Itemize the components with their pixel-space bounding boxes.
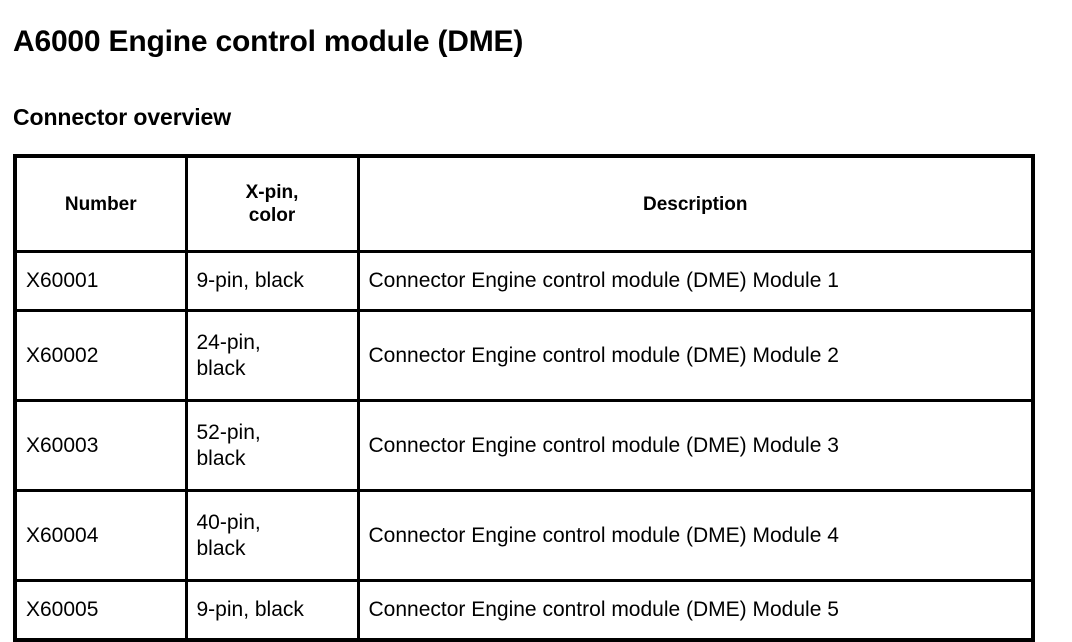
column-header-xpin-color: X-pin, color xyxy=(184,154,360,253)
cell-xpin-color: 40-pin,black xyxy=(184,489,360,582)
column-header-description-label: Description xyxy=(642,193,748,215)
column-header-xpin-line1: X-pin, xyxy=(245,182,299,203)
connector-description: Connector Engine control module (DME) Mo… xyxy=(368,343,839,367)
cell-number: X60001 xyxy=(13,250,188,312)
xpin-color-line1: 9-pin, black xyxy=(196,598,304,621)
cell-description: Connector Engine control module (DME) Mo… xyxy=(356,250,1035,312)
table-row: X60003 52-pin,black Connector Engine contr… xyxy=(13,399,1035,492)
xpin-color-line2: black xyxy=(196,536,246,560)
column-header-number-label: Number xyxy=(64,193,137,215)
connector-description: Connector Engine control module (DME) Mo… xyxy=(368,269,839,292)
cell-description: Connector Engine control module (DME) Mo… xyxy=(356,399,1035,492)
cell-number: X60003 xyxy=(13,399,188,492)
xpin-color-line1: 40-pin, xyxy=(196,510,261,534)
xpin-color-line1: 9-pin, black xyxy=(196,269,304,292)
cell-xpin-color: 24-pin,black xyxy=(184,309,360,402)
connector-description: Connector Engine control module (DME) Mo… xyxy=(368,598,839,621)
table-row: X60005 9-pin, black Connector Engine contr… xyxy=(13,579,1035,642)
connector-number: X60004 xyxy=(26,523,99,547)
connector-number: X60005 xyxy=(26,598,99,621)
xpin-color-line2: black xyxy=(196,356,246,380)
cell-description: Connector Engine control module (DME) Mo… xyxy=(356,489,1035,582)
cell-xpin-color: 52-pin,black xyxy=(184,399,360,492)
table-header: Number X-pin, color Description xyxy=(13,154,1035,253)
cell-number: X60004 xyxy=(13,489,188,582)
connector-description: Connector Engine control module (DME) Mo… xyxy=(368,433,839,457)
table-row: X60001 9-pin, black Connector Engine contr… xyxy=(13,250,1035,312)
connector-description: Connector Engine control module (DME) Mo… xyxy=(368,523,839,547)
connector-overview-table: Number X-pin, color Description X60001 9-… xyxy=(13,154,1035,642)
column-header-description: Description xyxy=(356,154,1035,253)
page-title: A6000 Engine control module (DME) xyxy=(13,25,524,59)
cell-xpin-color: 9-pin, black xyxy=(184,579,360,642)
xpin-color-line1: 52-pin, xyxy=(196,420,261,444)
table-header-row: Number X-pin, color Description xyxy=(13,154,1035,253)
connector-number: X60002 xyxy=(26,343,99,367)
section-heading: Connector overview xyxy=(13,104,232,131)
cell-xpin-color: 9-pin, black xyxy=(184,250,360,312)
xpin-color-line2: black xyxy=(196,446,246,470)
cell-number: X60005 xyxy=(13,579,188,642)
table-row: X60004 40-pin,black Connector Engine contr… xyxy=(13,489,1035,582)
connector-number: X60001 xyxy=(26,269,99,292)
column-header-number: Number xyxy=(13,154,188,253)
xpin-color-line1: 24-pin, xyxy=(196,330,261,354)
connector-number: X60003 xyxy=(26,433,99,457)
cell-description: Connector Engine control module (DME) Mo… xyxy=(356,309,1035,402)
column-header-xpin-line2: color xyxy=(248,205,296,226)
cell-number: X60002 xyxy=(13,309,188,402)
cell-description: Connector Engine control module (DME) Mo… xyxy=(356,579,1035,642)
table-row: X60002 24-pin,black Connector Engine contr… xyxy=(13,309,1035,402)
